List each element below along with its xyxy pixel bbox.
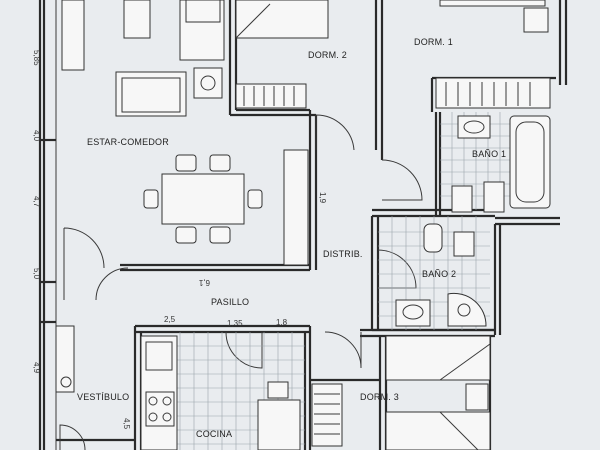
dorm3-furniture [311,335,491,450]
dimension-label: 5,85 [32,50,41,66]
vestibule-furniture [55,325,75,393]
room-label-dorm3: DORM. 3 [360,392,399,402]
room-label-pasillo: PASILLO [211,297,249,307]
room-label-cocina: COCINA [196,429,232,439]
room-label-dorm2: DORM. 2 [308,50,347,60]
bath2 [378,216,490,330]
dimension-label: 4,5 [122,418,131,430]
bath1 [440,112,551,213]
kitchen [140,332,305,450]
dimension-label: 4,7 [32,196,41,208]
dimension-label: 5,0 [32,268,41,280]
living-furniture [61,0,309,266]
room-label-vestibulo: VESTÍBULO [77,392,129,402]
exterior-walls [38,0,568,450]
room-label-bano2: BAÑO 2 [422,269,456,279]
dimension-label: 2,5 [164,315,176,324]
dorm1-furniture [435,0,551,109]
dimension-label: 1,35 [227,319,243,328]
dimension-label: 6,1 [198,278,210,287]
dimension-label: 4,9 [32,362,41,374]
dimension-label: 4,0 [32,130,41,142]
dorm2-furniture [235,0,329,109]
door-swings [59,114,423,450]
dimension-label: 1,9 [318,192,327,204]
room-label-estar: ESTAR-COMEDOR [87,137,169,147]
dimension-label: 1,8 [276,318,288,327]
room-label-dorm1: DORM. 1 [414,37,453,47]
room-label-distrib: DISTRIB. [323,249,363,259]
room-label-bano1: BAÑO 1 [472,149,506,159]
